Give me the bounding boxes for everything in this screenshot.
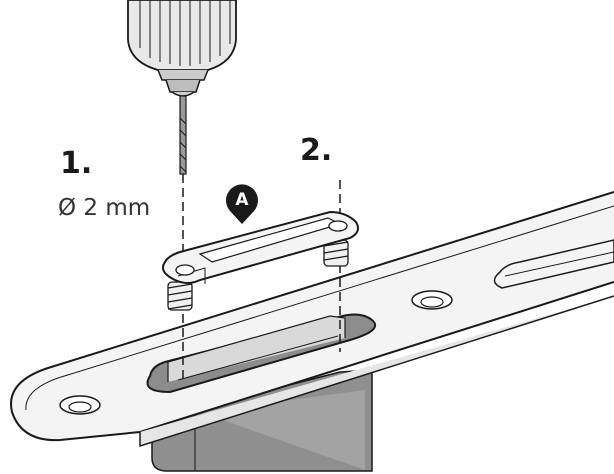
latch-slot-right	[493, 239, 614, 289]
adapter-part	[162, 210, 359, 311]
callout-letter: A	[235, 190, 249, 210]
step-1-label: 1.	[60, 146, 92, 181]
drill-diameter-note: Ø 2 mm	[58, 195, 150, 221]
callout-a: A	[226, 184, 258, 224]
drill-bit-icon	[179, 95, 187, 175]
step-2-label: 2.	[300, 133, 332, 168]
drill-icon	[127, 0, 237, 97]
strike-plate	[10, 191, 614, 448]
screw-icon	[167, 239, 349, 311]
